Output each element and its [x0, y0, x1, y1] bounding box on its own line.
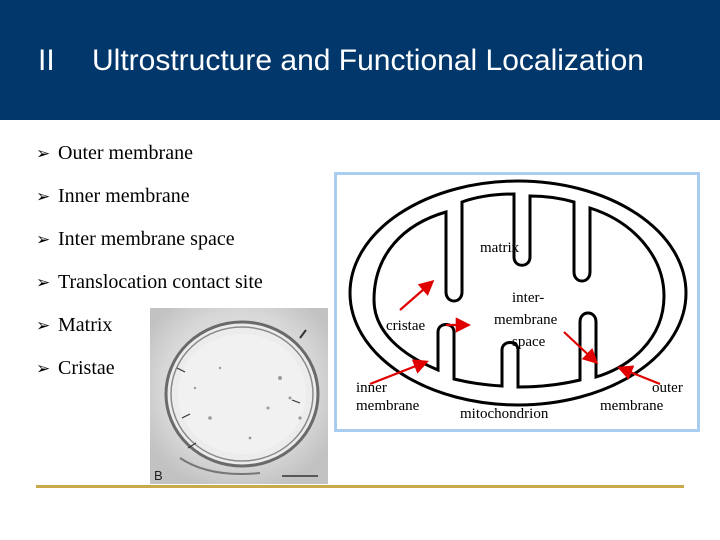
inner-membrane-label-line2: membrane: [356, 398, 420, 414]
footer-rule: [36, 485, 684, 488]
bullet-text: Translocation contact site: [58, 271, 263, 293]
title-banner: II Ultrostructure and Functional Localiz…: [0, 0, 720, 120]
arrow-bullet-icon: ➢: [36, 230, 51, 250]
inner-membrane-label-line1: inner: [356, 380, 387, 396]
mitochondrion-label: mitochondrion: [460, 406, 549, 422]
micrograph-label: B: [154, 468, 163, 483]
bullet-item: ➢ Translocation contact site: [36, 271, 263, 314]
arrow-bullet-icon: ➢: [36, 187, 51, 207]
bullet-item: ➢ Inter membrane space: [36, 228, 263, 271]
inner-membrane-arrow-icon: [369, 359, 429, 386]
matrix-label: matrix: [480, 240, 520, 256]
electron-micrograph: B: [150, 308, 328, 484]
intermembrane-label-line3: space: [512, 334, 546, 350]
intermembrane-label-line2: membrane: [494, 312, 558, 328]
bullet-text: Inner membrane: [58, 185, 190, 207]
outer-membrane-arrow-icon: [617, 365, 661, 386]
bullet-item: ➢ Inner membrane: [36, 185, 263, 228]
outer-membrane-shape: [348, 179, 688, 407]
bullet-text: Outer membrane: [58, 142, 193, 164]
bullet-text: Inter membrane space: [58, 228, 235, 250]
inner-membrane-shape: [372, 192, 666, 389]
arrow-bullet-icon: ➢: [36, 144, 51, 164]
arrow-bullet-icon: ➢: [36, 316, 51, 336]
intermembrane-label-line1: inter-: [512, 290, 544, 306]
bullet-item: ➢ Cristae: [36, 357, 263, 400]
arrow-bullet-icon: ➢: [36, 359, 51, 379]
section-number: II: [38, 44, 55, 77]
bullet-text: Matrix: [58, 314, 113, 336]
bullet-item: ➢ Outer membrane: [36, 142, 263, 185]
micrograph-pointer-icon: [299, 329, 307, 339]
cristae-arrow-icon: [399, 279, 435, 311]
bullet-text: Cristae: [58, 357, 115, 379]
slide-title: Ultrostructure and Functional Localizati…: [92, 44, 644, 77]
mitochondrion-diagram: matrix inter- membrane space cristae inn…: [334, 172, 700, 432]
outer-membrane-label-line2: membrane: [600, 398, 664, 414]
cristae-label: cristae: [386, 318, 425, 334]
bullet-list: ➢ Outer membrane ➢ Inner membrane ➢ Inter m…: [36, 142, 263, 400]
intermembrane-arrow-icon: [563, 331, 599, 365]
arrow-bullet-icon: ➢: [36, 273, 51, 293]
bullet-item: ➢ Matrix: [36, 314, 263, 357]
